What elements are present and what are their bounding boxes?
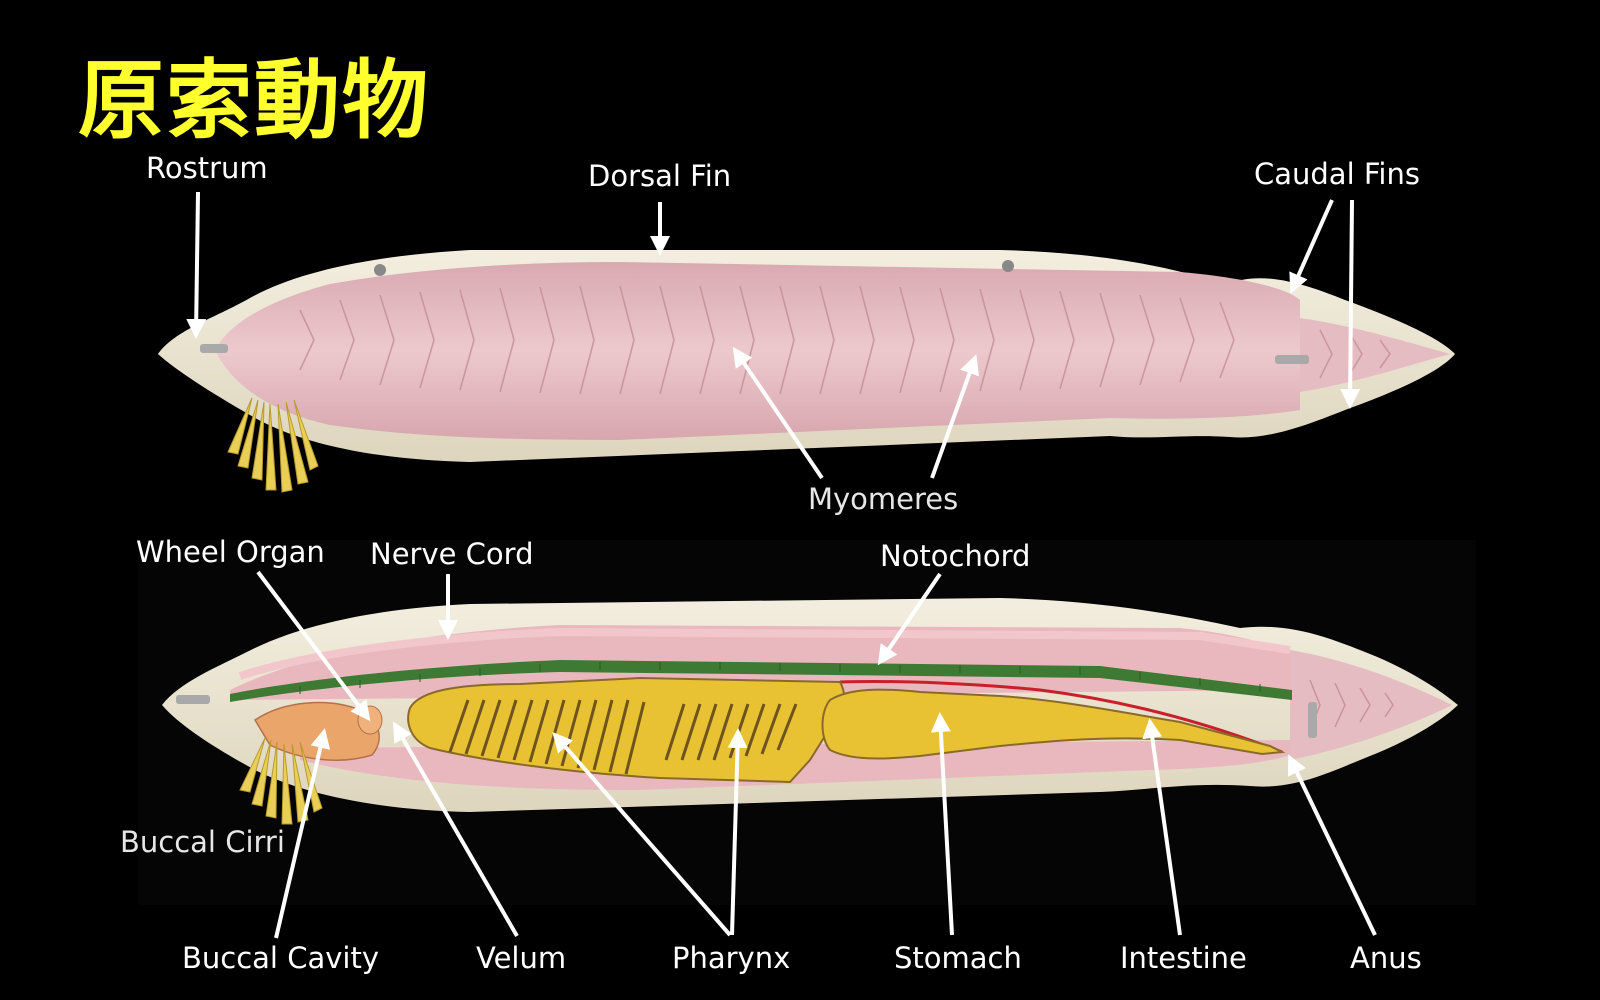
buccal-cirri-bottom [239,737,323,825]
dorsal-vessel [839,679,1283,754]
label-rostrum: Rostrum [146,151,268,185]
external-tail-region [1300,318,1450,392]
gill-slits [448,699,798,775]
arrow-caudal-fin-upper [1289,199,1334,294]
clip-rostrum [200,344,228,353]
arrow-myomeres-left [732,346,824,480]
label-buccal-cavity: Buccal Cavity [182,941,379,975]
arrow-caudal-fin-lower [1340,199,1361,409]
section-tail-chevrons [1309,679,1394,731]
arrow-notochord [877,572,942,666]
page-title: 原索動物 [78,51,430,151]
notochord [230,660,1292,702]
pin-front [374,264,386,276]
section-model [138,540,1476,905]
label-notochord: Notochord [880,539,1031,573]
arrow-buccal-cavity [274,728,331,939]
section-tail-region [1290,650,1452,760]
buccal-cirri-top [227,397,319,493]
arrow-rostrum [186,191,207,339]
arrow-wheel-organ [256,570,371,722]
label-stomach: Stomach [894,941,1022,975]
pharynx-region [407,676,846,784]
notochord-texture [299,662,1261,694]
leader-arrows [186,191,1377,939]
myomere-chevrons [299,285,1391,395]
section-clip-rostrum [176,695,210,704]
nerve-cord [238,627,1291,680]
arrow-stomach [930,712,954,936]
label-anus: Anus [1350,941,1422,975]
clip-tail [1275,355,1309,364]
label-dorsal-fin: Dorsal Fin [588,159,732,193]
label-wheel-organ: Wheel Organ [136,535,325,569]
label-myomeres: Myomeres [808,482,959,516]
external-muscle-region [215,262,1300,440]
label-pharynx: Pharynx [672,941,791,975]
arrow-myomeres-right [930,354,980,479]
arrow-pharynx-right [727,728,748,936]
label-nerve-cord: Nerve Cord [370,537,534,571]
section-clip-tail [1308,702,1317,738]
arrow-velum [392,721,519,938]
label-buccal-cirri: Buccal Cirri [120,825,285,859]
arrow-pharynx-left [552,731,732,937]
label-caudal-fins: Caudal Fins [1254,157,1420,191]
external-model [158,250,1455,493]
arrow-anus [1287,754,1377,936]
label-intestine: Intestine [1120,941,1247,975]
arrow-intestine [1142,718,1182,936]
pin-back [1002,260,1014,272]
label-velum: Velum [476,941,567,975]
